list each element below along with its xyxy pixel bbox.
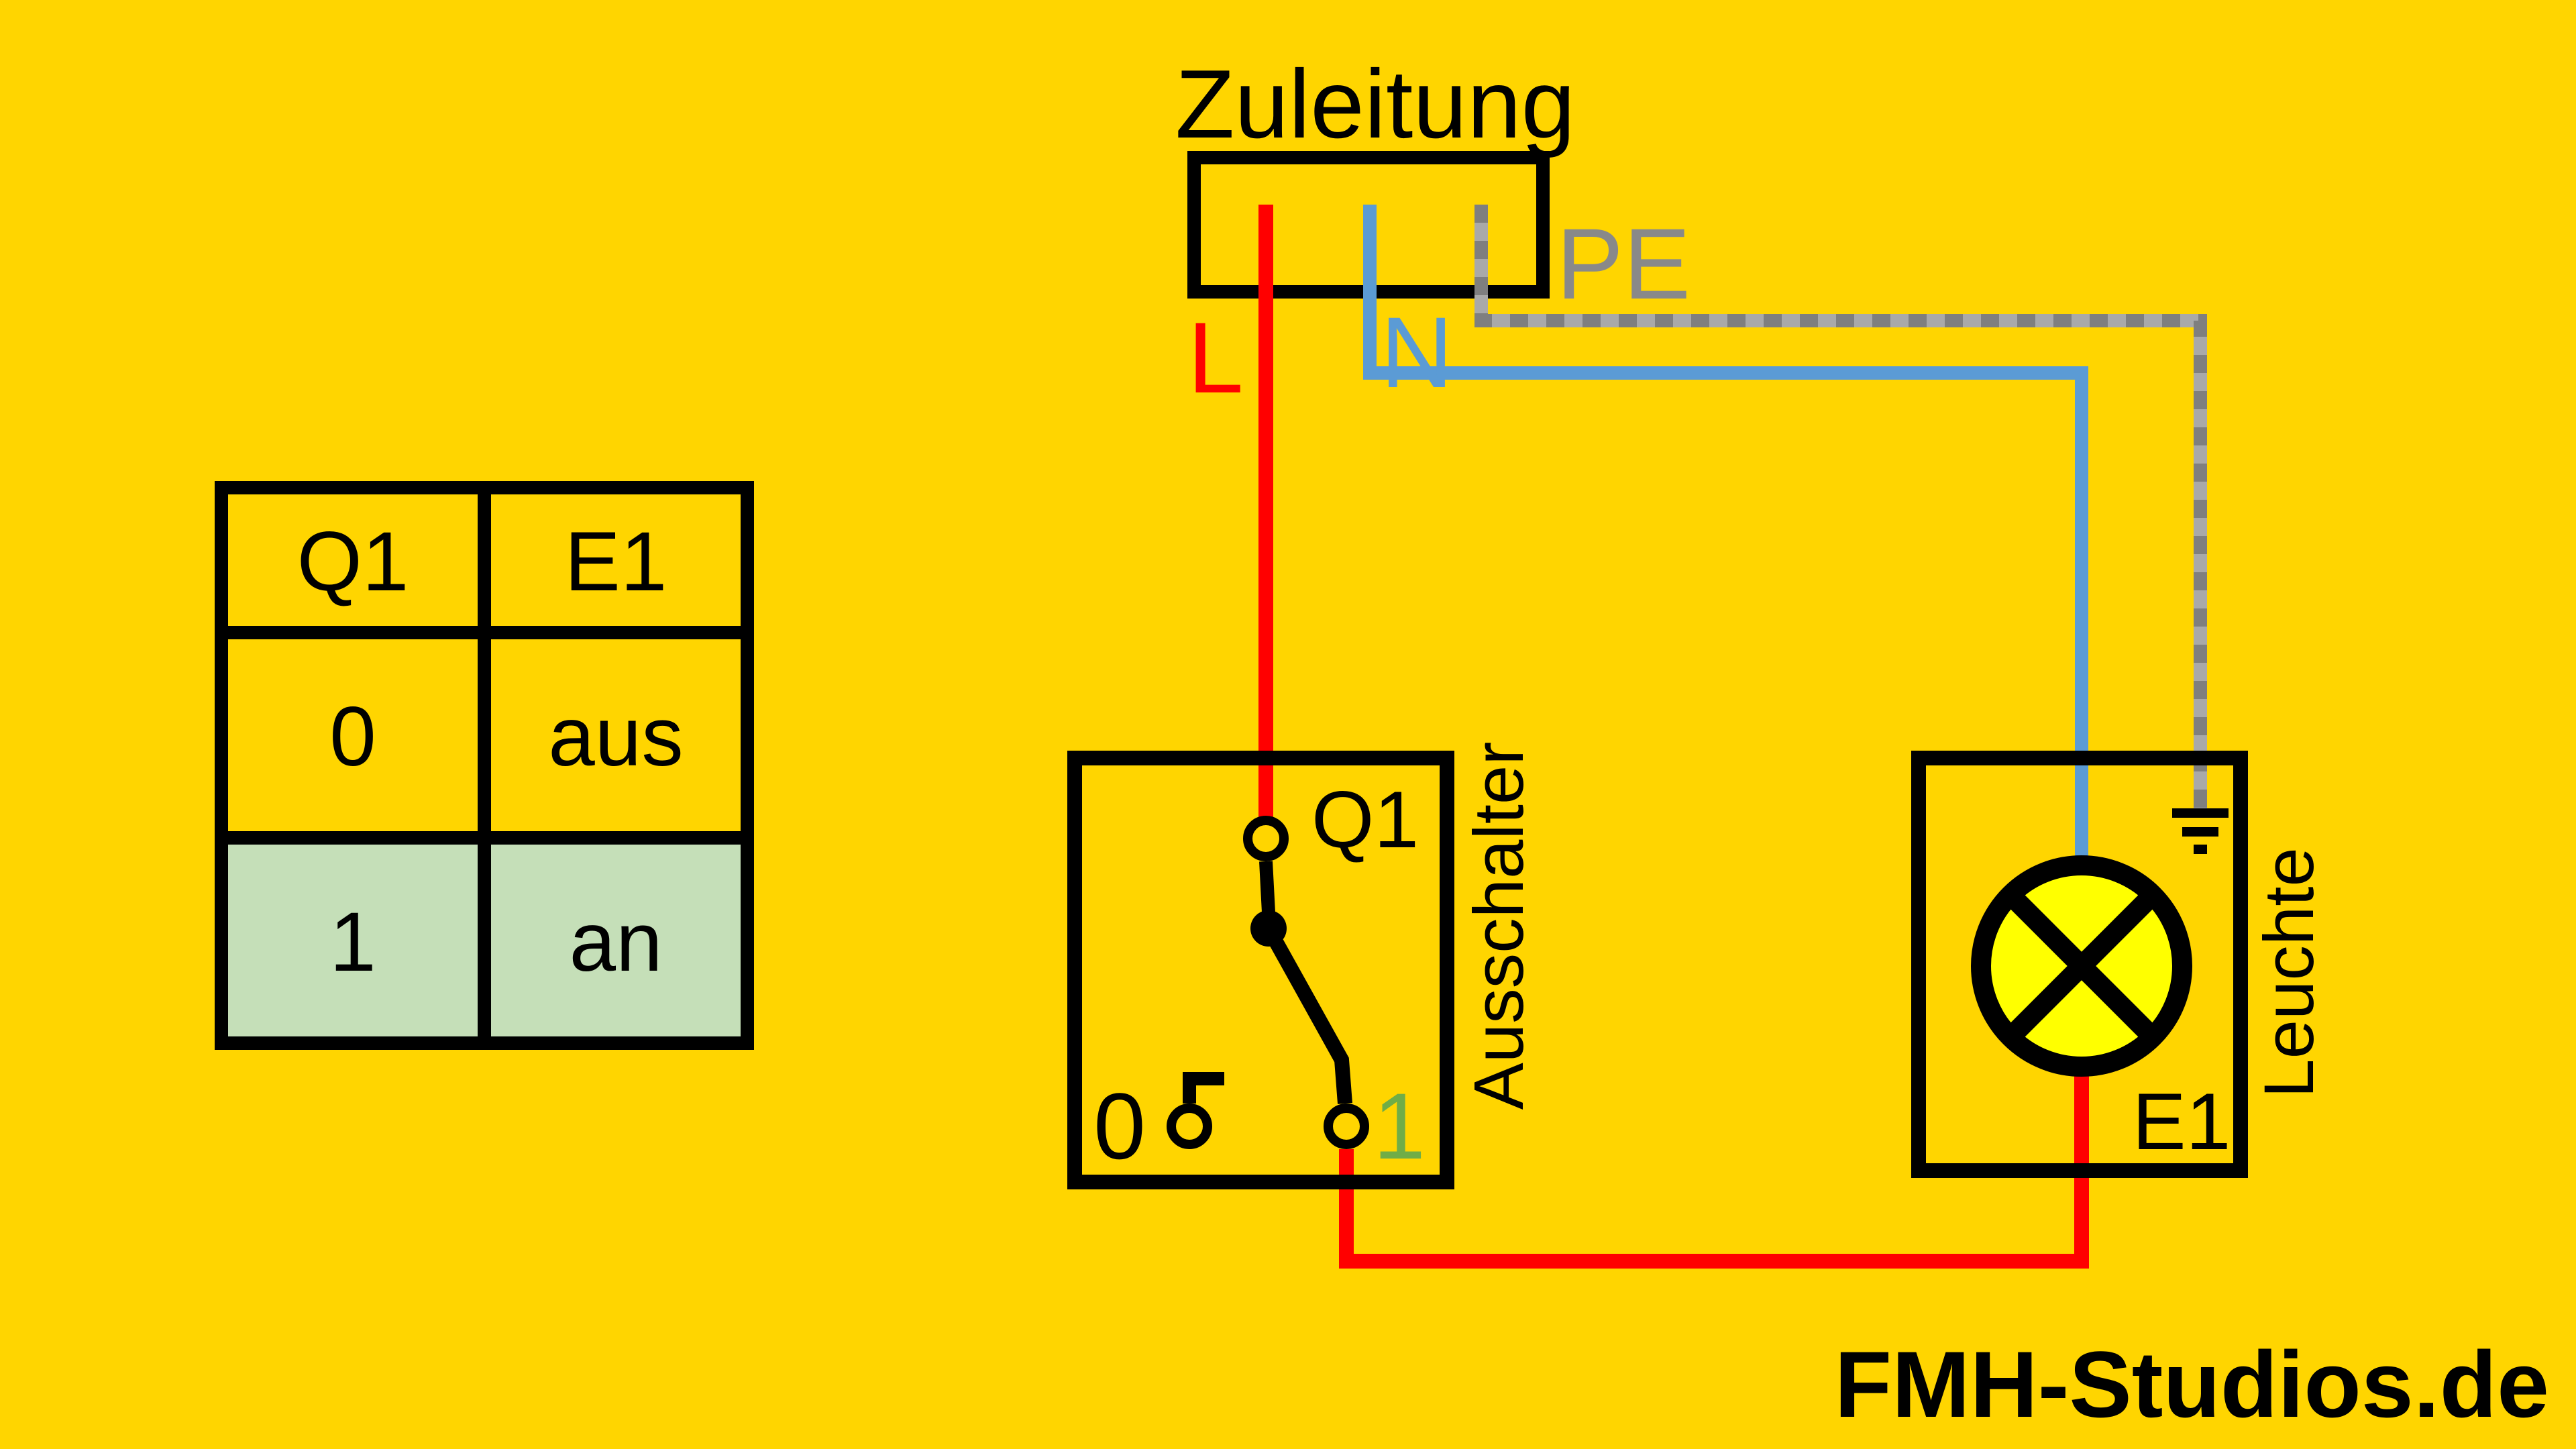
switch-terminal-link: [1259, 861, 1275, 913]
lamp-icon: [1971, 855, 2192, 1077]
switch-position-0-label: 0: [1093, 1073, 1146, 1179]
switch-contact-1: [1324, 1104, 1369, 1149]
switch-top-terminal: [1243, 816, 1289, 861]
switch-box: [1067, 751, 1454, 1189]
switch-type-label: Ausschalter: [1460, 742, 1538, 1110]
switch-block: Q1 0 1 Ausschalter: [1067, 742, 1538, 1189]
truth-table-cell-e1-on: an: [569, 896, 662, 989]
wire-label-n: N: [1381, 296, 1453, 409]
wire-n-supply-to-lamp: [1363, 205, 2088, 860]
wire-pe: [1474, 205, 2207, 808]
lamp-block: E1 Leuchte: [1911, 751, 2328, 1178]
lamp-cross-stroke-2: [2003, 888, 2160, 1044]
wire-label-pe: PE: [1556, 207, 1690, 320]
truth-table-cell-e1-off: aus: [548, 690, 684, 784]
switch-symbol-icon: [1167, 816, 1369, 1149]
switch-position-1-label: 1: [1373, 1073, 1426, 1179]
lamp-tag: E1: [2133, 1077, 2231, 1167]
truth-table-header-e1: E1: [565, 515, 667, 608]
lamp-type-label: Leuchte: [2250, 847, 2328, 1098]
switch-contact-0: [1167, 1104, 1212, 1149]
supply-block: Zuleitung: [1175, 50, 1576, 299]
truth-table: Q1 E1 0 aus 1 an: [215, 481, 754, 1050]
truth-table-cell-q1-on: 1: [329, 896, 376, 989]
brand-watermark: FMH-Studios.de: [1835, 1332, 2549, 1437]
pe-ground-icon: [2172, 808, 2229, 854]
switch-contact-0-hook: [1183, 1072, 1224, 1104]
lamp-box: [1911, 751, 2248, 1178]
switch-lever: [1262, 924, 1352, 1104]
truth-table-cell-q1-off: 0: [329, 690, 376, 784]
switch-tag: Q1: [1311, 775, 1419, 865]
truth-table-header-q1: Q1: [297, 515, 409, 608]
supply-title: Zuleitung: [1175, 50, 1576, 158]
wire-label-l: L: [1187, 301, 1243, 414]
